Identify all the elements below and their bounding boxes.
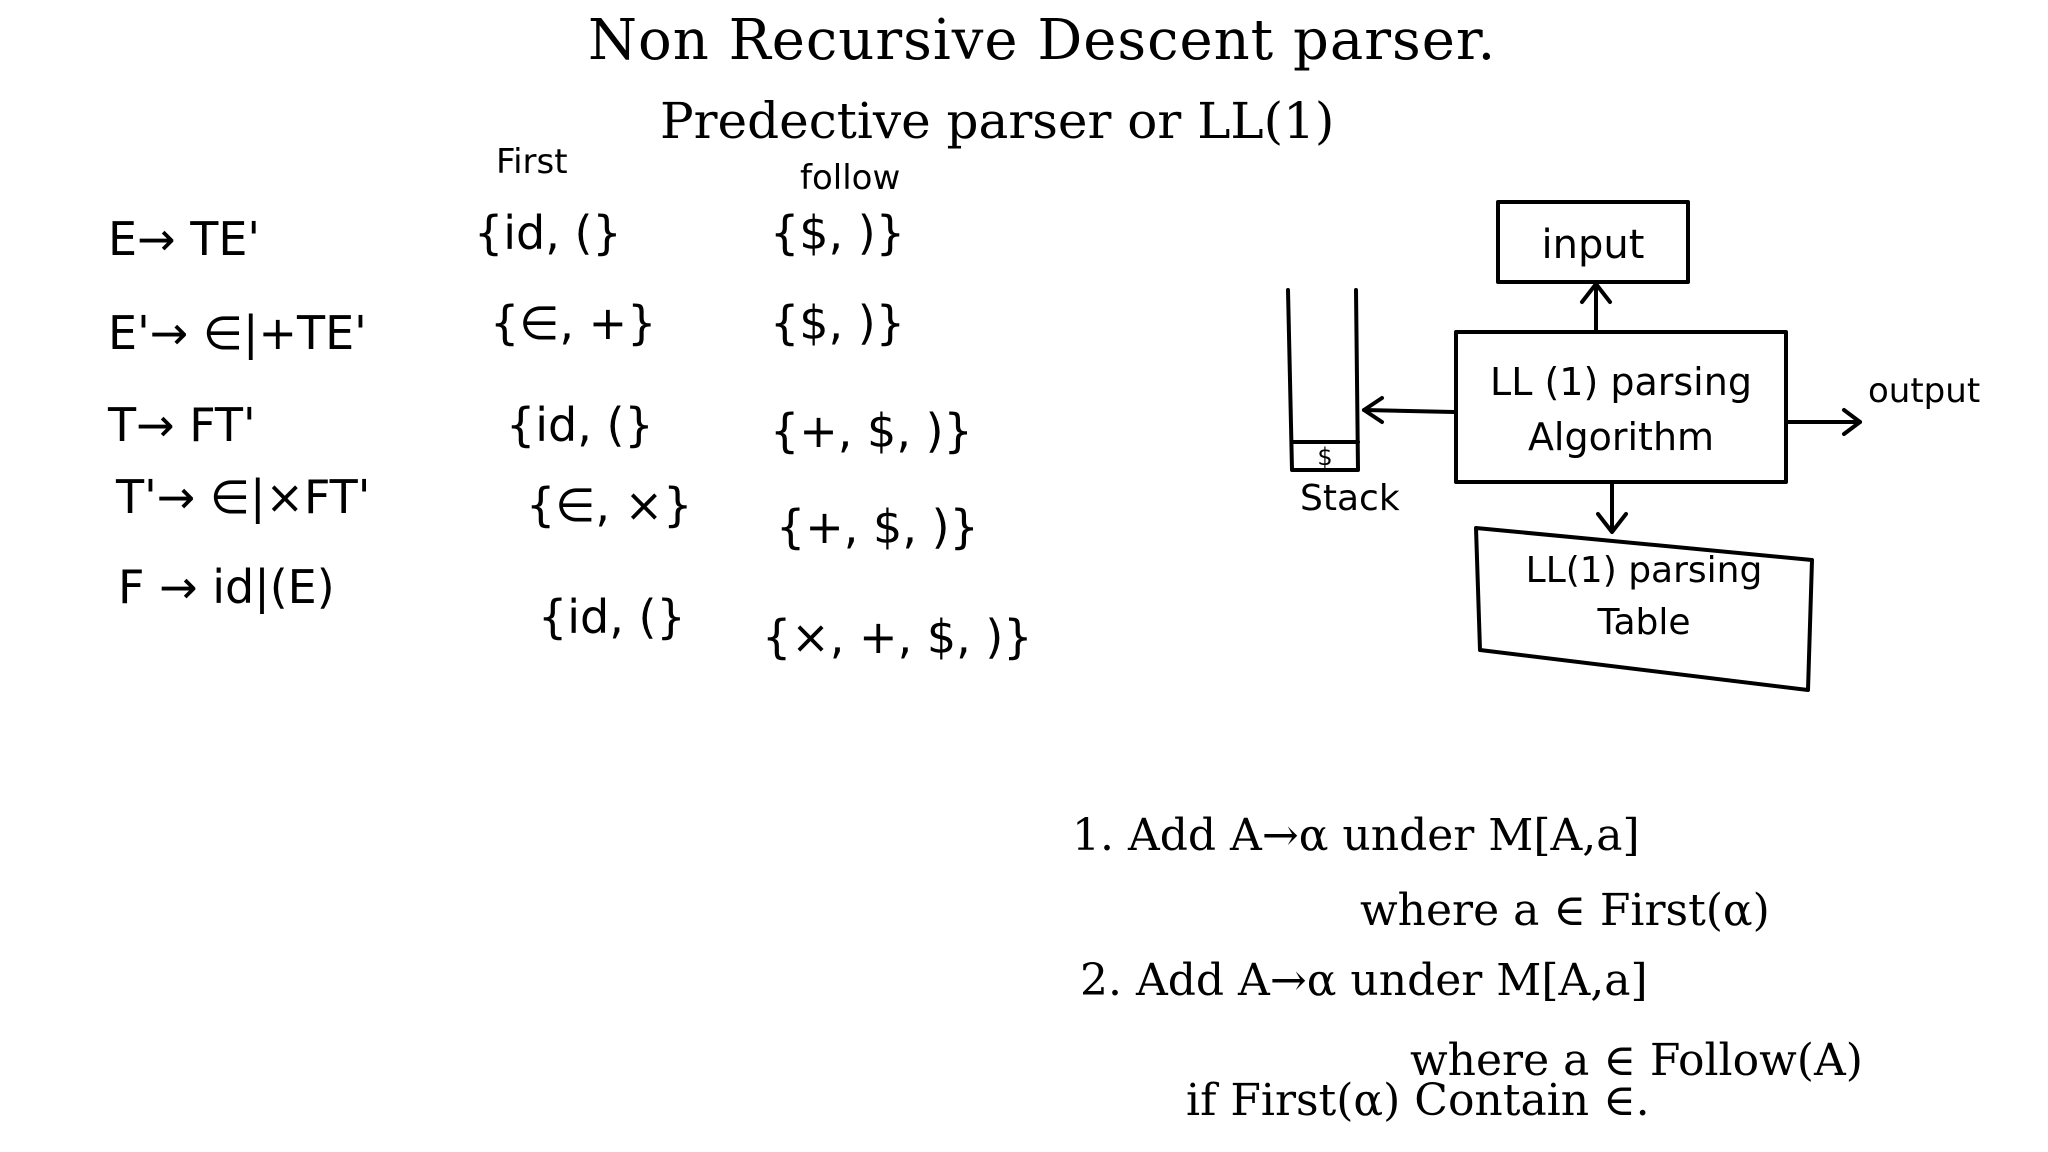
output-label: output: [1868, 371, 1980, 411]
follow-set: {+, $, )}: [770, 404, 973, 458]
first-set: {id, (}: [538, 590, 686, 644]
input-label: input: [1542, 222, 1645, 268]
first-set: {∈, ×}: [526, 478, 693, 532]
rule-1-line-1: 1. Add A→α under M[A,a]: [1072, 810, 1640, 861]
arrow-to-input-head: [1580, 282, 1612, 304]
arrow-to-stack-head: [1362, 396, 1384, 424]
algorithm-label-line1: LL (1) parsing: [1490, 360, 1752, 404]
table-label-line2: Table: [1596, 602, 1690, 643]
production-rule: F → id|(E): [118, 560, 335, 614]
algorithm-label-line2: Algorithm: [1528, 415, 1714, 459]
arrow-to-stack: [1362, 408, 1456, 414]
first-set: {∈, +}: [490, 296, 657, 350]
input-box: [1496, 200, 1690, 284]
rule-2-line-2: where a ∈ Follow(A): [1410, 1035, 1863, 1086]
arrow-to-output-head: [1842, 408, 1862, 436]
follow-set: {$, )}: [770, 206, 905, 260]
algorithm-box: [1454, 330, 1788, 484]
rule-2-line-3: if First(α) Contain ∈.: [1186, 1075, 1650, 1126]
follow-set: {$, )}: [770, 296, 905, 350]
rule-2-line-1: 2. Add A→α under M[A,a]: [1080, 955, 1648, 1006]
arrow-to-table-head: [1596, 512, 1628, 534]
rule-1-line-2: where a ∈ First(α): [1360, 885, 1770, 936]
stack: [1286, 288, 1360, 472]
stack-bottom-marker: $: [1317, 443, 1332, 471]
parser-diagram: input LL (1) parsing Algorithm output $ …: [1286, 200, 1980, 692]
first-set: {id, (}: [474, 206, 622, 260]
production-rule: T→ FT': [108, 398, 256, 452]
table-box: [1474, 526, 1814, 692]
stack-label: Stack: [1300, 478, 1400, 519]
table-label-line1: LL(1) parsing: [1526, 550, 1763, 591]
production-rule: E→ TE': [108, 212, 261, 266]
production-rule: T'→ ∈|×FT': [116, 470, 371, 524]
first-column-header: First: [496, 142, 568, 182]
first-set: {id, (}: [506, 398, 654, 452]
page-title: Non Recursive Descent parser.: [588, 8, 1497, 73]
page-subtitle: Predective parser or LL(1): [660, 92, 1335, 150]
follow-set: {×, +, $, )}: [762, 610, 1033, 664]
follow-set: {+, $, )}: [776, 500, 979, 554]
follow-column-header: follow: [800, 158, 901, 198]
production-rule: E'→ ∈|+TE': [108, 306, 367, 360]
